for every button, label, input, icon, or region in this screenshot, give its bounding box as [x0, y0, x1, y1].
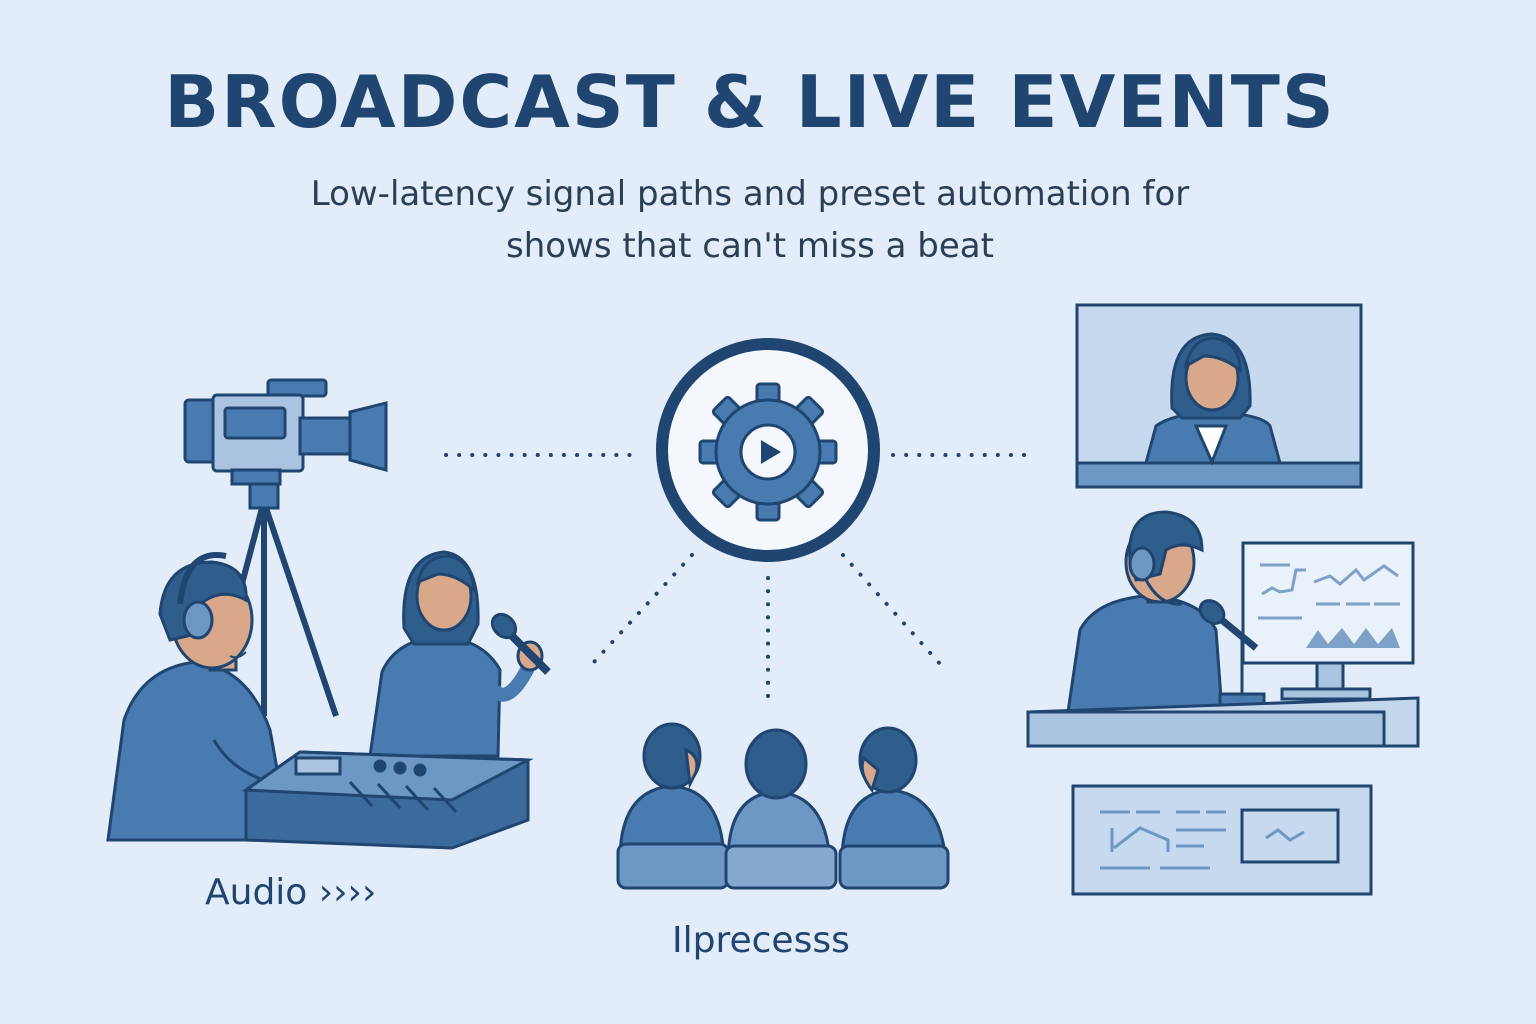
audience-member-2 [724, 728, 838, 890]
process-label: Ilprecesss [672, 920, 850, 961]
control-panel [1071, 784, 1373, 896]
waveform-chart [1258, 563, 1400, 648]
microphone-icon [490, 612, 551, 675]
presenter [368, 550, 551, 758]
page-subtitle: Low-latency signal paths and preset auto… [0, 168, 1500, 272]
audience-member-1 [616, 722, 730, 890]
control-panel-widgets [1100, 808, 1340, 870]
news-anchor [1144, 332, 1282, 466]
gear-play-icon [698, 382, 838, 522]
audience [616, 722, 950, 890]
mixing-console [241, 750, 534, 850]
subtitle-line-2: shows that can't miss a beat [506, 226, 994, 266]
monitor-icon [1075, 303, 1363, 489]
page-title: BROADCAST & LIVE EVENTS [164, 60, 1336, 144]
automation-hub [656, 338, 880, 562]
audio-label: Audio ›››› [205, 872, 377, 913]
audience-member-3 [838, 726, 950, 890]
connector-down-left [592, 553, 694, 664]
desk-operator [1026, 510, 1420, 748]
subtitle-line-1: Low-latency signal paths and preset auto… [310, 174, 1190, 214]
connector-down-right [841, 553, 943, 667]
connector-lines [444, 453, 1027, 710]
